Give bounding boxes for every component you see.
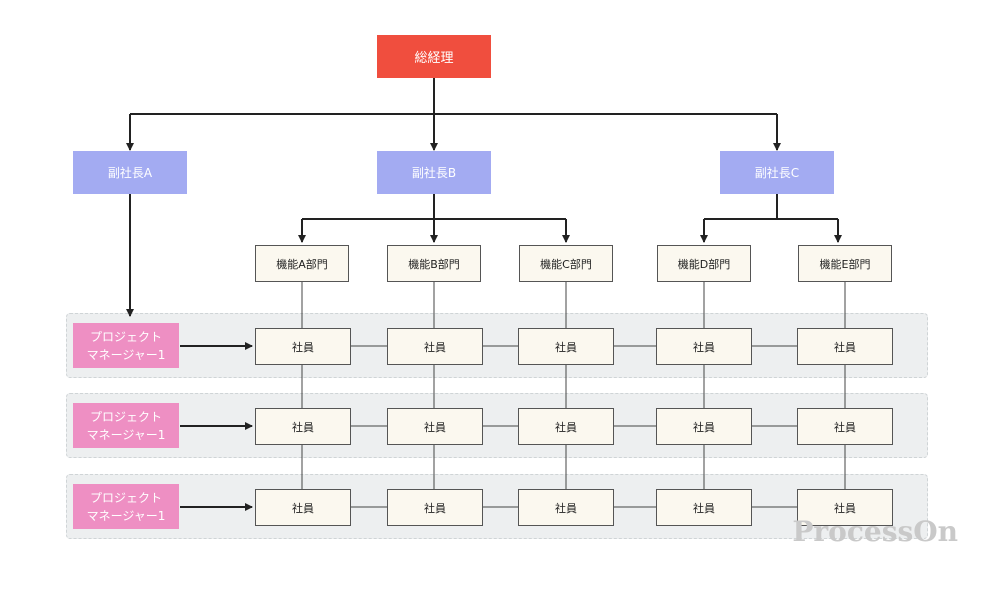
pm-label-line2: マネージャー1	[86, 508, 166, 523]
pm-label-line1: プロジェクト	[89, 329, 162, 344]
employee-box: 社員	[387, 489, 483, 526]
ceo-box: 総経理	[377, 35, 491, 78]
dept-d-box: 機能D部門	[657, 245, 751, 282]
dept-b-box: 機能B部門	[387, 245, 481, 282]
employee-box: 社員	[656, 328, 752, 365]
employee-box: 社員	[518, 408, 614, 445]
dept-c-box: 機能C部門	[519, 245, 613, 282]
employee-box: 社員	[518, 328, 614, 365]
employee-box: 社員	[656, 408, 752, 445]
vp-c-box: 副社長C	[720, 151, 834, 194]
employee-box: 社員	[797, 408, 893, 445]
employee-box: 社員	[797, 489, 893, 526]
employee-box: 社員	[255, 489, 351, 526]
vp-a-box: 副社長A	[73, 151, 187, 194]
pm-label-line2: マネージャー1	[86, 347, 166, 362]
employee-box: 社員	[518, 489, 614, 526]
vp-b-box: 副社長B	[377, 151, 491, 194]
pm-label-line1: プロジェクト	[89, 490, 162, 505]
project-manager-box-1: プロジェクト マネージャー1	[73, 323, 179, 368]
pm-label-line2: マネージャー1	[86, 427, 166, 442]
employee-box: 社員	[656, 489, 752, 526]
employee-box: 社員	[255, 408, 351, 445]
employee-box: 社員	[387, 408, 483, 445]
pm-label-line1: プロジェクト	[89, 409, 162, 424]
brand-logo: ProcessOn	[792, 515, 958, 548]
employee-box: 社員	[387, 328, 483, 365]
employee-box: 社員	[797, 328, 893, 365]
dept-a-box: 機能A部門	[255, 245, 349, 282]
project-manager-box-3: プロジェクト マネージャー1	[73, 484, 179, 529]
dept-e-box: 機能E部門	[798, 245, 892, 282]
employee-box: 社員	[255, 328, 351, 365]
project-manager-box-2: プロジェクト マネージャー1	[73, 403, 179, 448]
